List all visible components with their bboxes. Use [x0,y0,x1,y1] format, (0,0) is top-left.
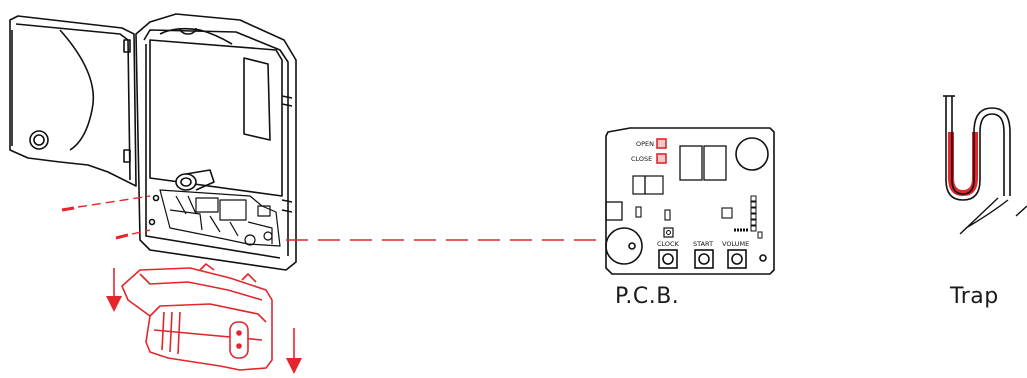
trap-caption: Trap [950,284,999,309]
screws [61,195,151,240]
open-led [656,138,667,149]
pcb-caption: P.C.B. [615,284,680,309]
start-button [694,249,714,269]
trap-pipe [943,95,1027,235]
pcb-board: OPEN CLOSE CLOCK START VOLUME [605,127,775,275]
clock-button [658,249,678,269]
back-housing [135,13,297,271]
arrow-right [286,328,302,374]
screw-upper [61,195,151,212]
start-label: START [693,240,713,248]
battery-cover [121,263,273,371]
close-label: CLOSE [631,155,652,163]
screw-lower [115,229,151,240]
volume-label: VOLUME [722,240,749,248]
clock-label: CLOCK [657,240,680,248]
volume-button [727,249,747,269]
mechanism [159,189,281,247]
close-led [656,153,667,164]
arrow-left [106,268,122,312]
buzzer [605,227,643,265]
dispenser-unit [9,13,297,271]
motor [175,169,215,191]
open-label: OPEN [636,140,654,148]
front-cover [9,15,137,187]
